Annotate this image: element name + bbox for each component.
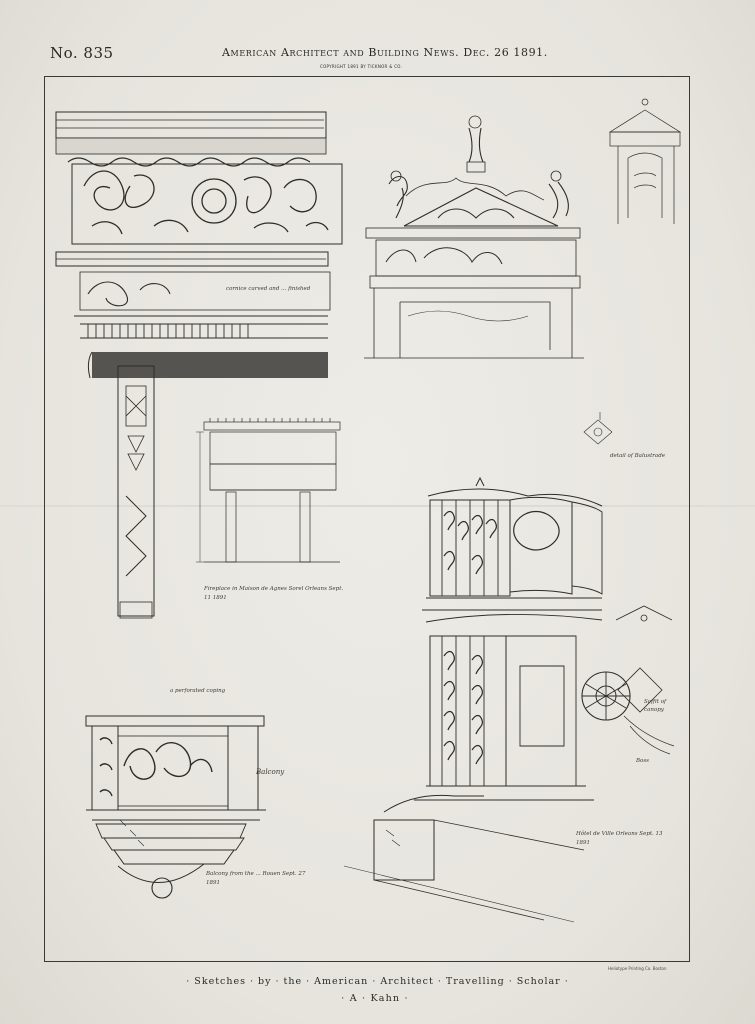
plate-footer-title: · Sketches · by · the · American · Archi… xyxy=(186,976,569,987)
publication-title: American Architect and Building News. De… xyxy=(222,46,548,59)
plate-author: · A · Kahn · xyxy=(341,993,409,1004)
paper-fold-line xyxy=(0,505,755,507)
balcony-top-note: a perforated coping xyxy=(170,688,226,694)
architectural-sketches xyxy=(55,98,682,923)
boss-label: Boss xyxy=(636,758,649,764)
balcony-caption: Balcony from the ... Rouen Sept. 27 1891 xyxy=(206,871,306,886)
balustrade-detail-sketch xyxy=(583,412,613,445)
pulpit-oriel-drawing xyxy=(343,476,603,923)
pediment-drawing xyxy=(364,115,584,359)
small-doorway-sketch xyxy=(608,98,682,224)
cornice-note: cornice carved and ... finished xyxy=(226,286,311,292)
balustrade-detail-label: detail of Balustrade xyxy=(610,453,665,459)
boss-note: Soffit of canopy xyxy=(644,699,667,713)
fireplace-cornice-drawing xyxy=(55,111,343,619)
fireplace-caption: Fireplace in Maison de Agnes Sorel Orlea… xyxy=(204,586,344,601)
fireplace-elevation xyxy=(196,418,341,563)
pulpit-caption: Hôtel de Ville Orleans Sept. 13 1891 xyxy=(576,831,663,846)
printer-credit: Heliotype Printing Co. Boston xyxy=(608,966,667,971)
balcony-drawing xyxy=(85,715,266,899)
balcony-label: Balcony xyxy=(256,768,285,776)
plate-number: No. 835 xyxy=(50,44,114,62)
rosette-boss-drawing xyxy=(581,605,675,755)
copyright-line: COPYRIGHT 1891 BY TICKNOR & CO. xyxy=(320,64,403,69)
drawing-frame xyxy=(44,76,690,962)
